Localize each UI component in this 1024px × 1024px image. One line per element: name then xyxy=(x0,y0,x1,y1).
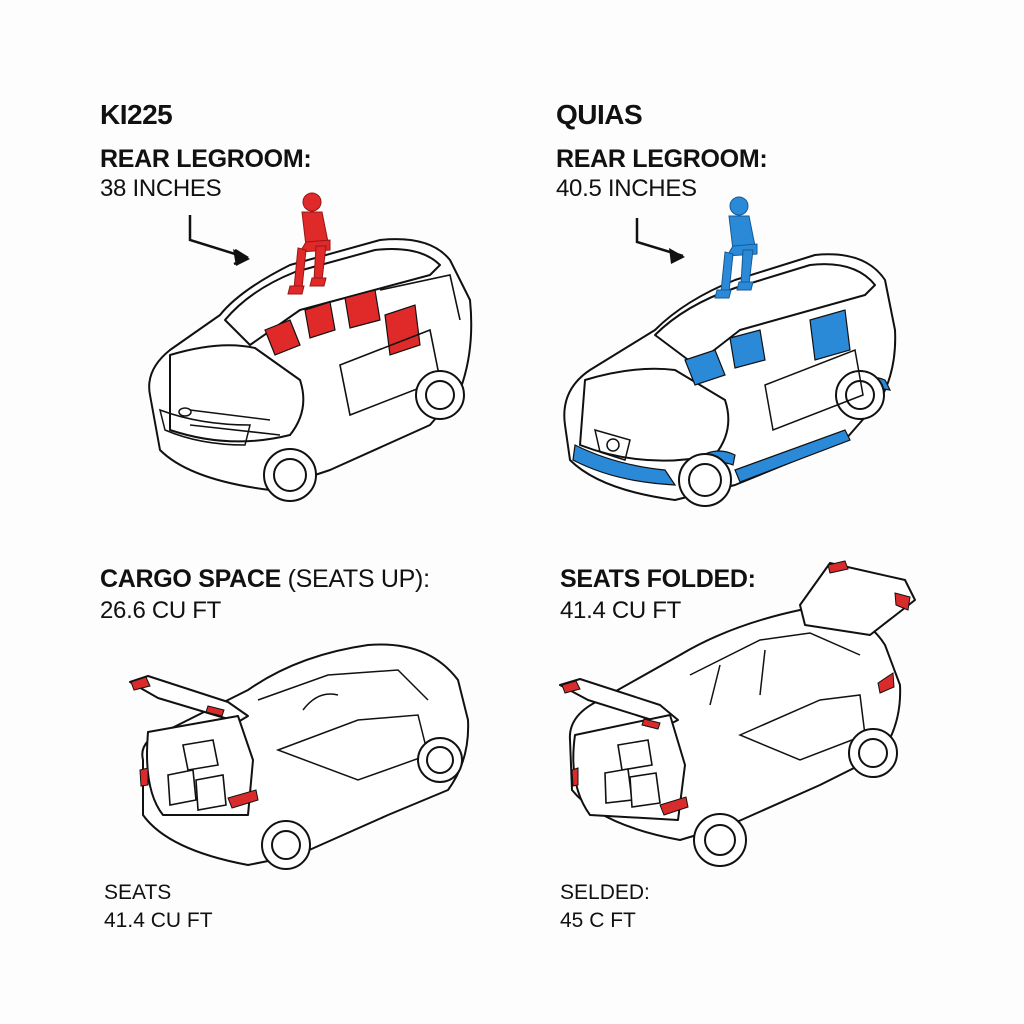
spec-label: REAR LEGROOM: xyxy=(100,145,312,173)
spec-label: CARGO SPACE (SEATS UP): xyxy=(100,566,430,592)
spec-label-bold: CARGO SPACE xyxy=(100,565,281,593)
suv-rear-open-hatch-folded-seats-illustration xyxy=(560,555,920,875)
footer-label: SELDED: xyxy=(560,881,650,904)
footer-value: 41.4 CU FT xyxy=(104,909,213,932)
model-name: QUIAS xyxy=(556,99,643,130)
model-name: KI225 xyxy=(100,99,173,130)
spec-label-light: (SEATS UP): xyxy=(280,565,430,593)
spec-label: REAR LEGROOM: xyxy=(556,145,768,173)
spec-value: 38 INCHES xyxy=(100,175,222,202)
spec-value: 41.4 CU FT xyxy=(560,597,682,624)
spec-value: 40.5 INCHES xyxy=(556,175,697,202)
suv-front-illustration xyxy=(555,190,905,510)
spec-value: 26.6 CU FT xyxy=(100,597,222,624)
suv-rear-open-hatch-illustration xyxy=(128,640,478,870)
suv-front-illustration xyxy=(130,180,490,510)
spec-label: SEATS FOLDED: xyxy=(560,565,756,593)
pointer-arrow-icon xyxy=(637,218,683,256)
passenger-figure-icon xyxy=(288,193,330,294)
passenger-figure-icon xyxy=(715,197,757,298)
footer-label: SEATS xyxy=(104,881,172,904)
footer-value: 45 C FT xyxy=(560,909,636,932)
